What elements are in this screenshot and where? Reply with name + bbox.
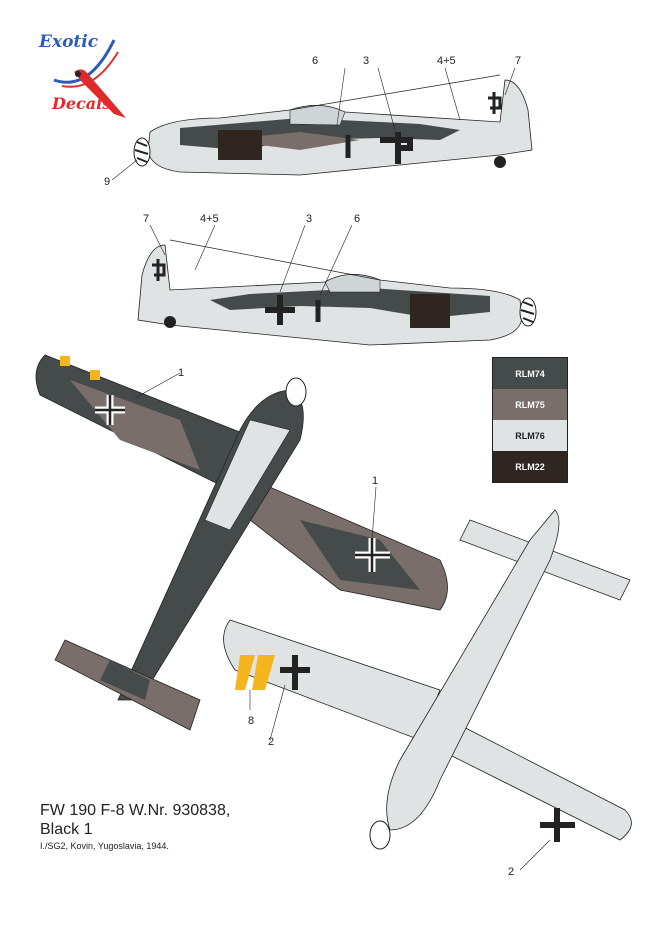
callout-7: 7: [515, 55, 521, 67]
callout-3: 3: [363, 55, 369, 67]
swatch-rlm74: RLM74: [493, 358, 567, 389]
callout-2b: 2: [508, 866, 514, 878]
callout-9: 9: [104, 176, 110, 188]
logo-text-exotic: Exotic: [39, 32, 99, 52]
color-legend: RLM74 RLM75 RLM76 RLM22: [492, 357, 568, 483]
swatch-rlm75: RLM75: [493, 389, 567, 420]
profile-left-view: 6 3 4+5 7 9: [104, 55, 533, 188]
exotic-decals-logo: Exotic Decals: [34, 30, 134, 120]
caption: FW 190 F-8 W.Nr. 930838, Black 1 I./SG2,…: [40, 801, 230, 851]
callout-3b: 3: [306, 213, 312, 225]
parrot-icon: [53, 39, 126, 118]
callout-2a: 2: [268, 736, 274, 748]
bottom-view: 8 2 2: [223, 509, 632, 878]
profile-right-view: 7 4+5 3 6: [137, 213, 537, 346]
callout-8: 8: [248, 715, 254, 727]
callout-7b: 7: [143, 213, 149, 225]
top-view: 1 1: [35, 354, 448, 731]
callout-1b: 1: [372, 475, 378, 487]
logo-text-decals: Decals: [52, 94, 112, 113]
swatch-rlm22: RLM22: [493, 451, 567, 482]
callout-6: 6: [312, 55, 318, 67]
callout-4-5b: 4+5: [200, 213, 219, 225]
callout-6b: 6: [354, 213, 360, 225]
callout-4-5: 4+5: [437, 55, 456, 67]
swatch-rlm76: RLM76: [493, 420, 567, 451]
caption-subtitle: I./SG2, Kovin, Yugoslavia, 1944.: [40, 841, 169, 851]
callout-1a: 1: [178, 367, 184, 379]
caption-title-line1: FW 190 F-8 W.Nr. 930838,: [40, 802, 231, 819]
caption-title-line2: Black 1: [40, 821, 93, 838]
